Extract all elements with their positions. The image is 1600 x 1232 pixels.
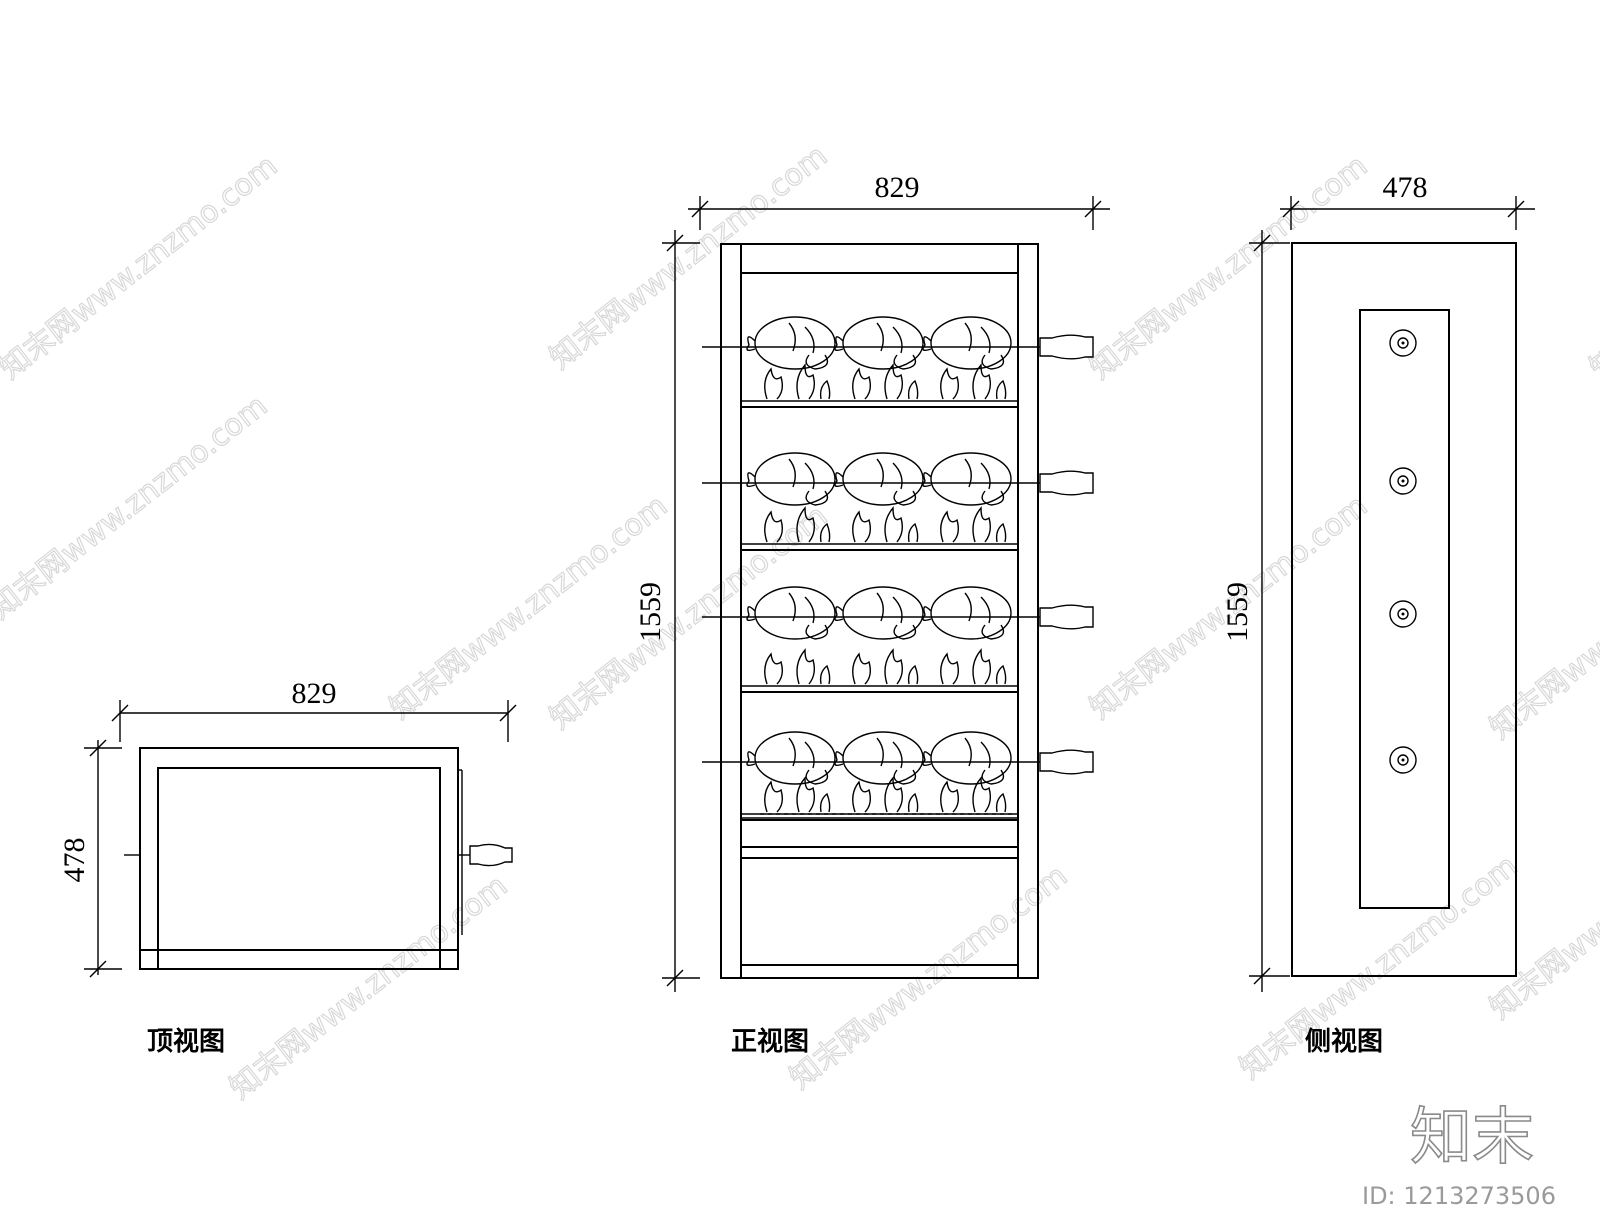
flame	[796, 648, 816, 685]
side-knobs	[1389, 329, 1417, 774]
side-width-label: 478	[1383, 171, 1428, 204]
top-width-label: 829	[292, 677, 337, 710]
flame	[819, 792, 831, 813]
roast-chicken	[834, 316, 924, 400]
roast-chicken	[834, 731, 924, 813]
flame	[972, 506, 992, 543]
flame	[972, 776, 992, 813]
roast-chicken	[746, 316, 836, 400]
side-panel-inner	[1359, 309, 1450, 909]
flame	[819, 379, 831, 400]
top-view-caption: 顶视图	[147, 1027, 225, 1057]
flame	[907, 792, 919, 813]
cabinet-outer	[720, 243, 1039, 979]
shelf-1	[702, 316, 1094, 408]
control-knob	[1389, 329, 1417, 357]
roast-chicken	[746, 731, 836, 813]
flame	[940, 780, 960, 813]
flame	[852, 780, 872, 813]
shelves	[702, 316, 1094, 821]
flame	[884, 648, 904, 685]
roast-chicken	[922, 316, 1012, 400]
top-view-inner	[157, 767, 441, 951]
control-knob	[1389, 746, 1417, 774]
flame	[995, 379, 1007, 400]
top-handle	[458, 843, 513, 867]
flame	[907, 522, 919, 543]
flame	[972, 648, 992, 685]
watermark-text: 知末网www.znzmo.com	[1083, 148, 1374, 386]
skewer-handle	[1039, 604, 1094, 630]
skewer-handle	[1039, 749, 1094, 775]
watermark-text: 知末网www.znzmo.com	[0, 148, 284, 386]
control-knob	[1389, 600, 1417, 628]
front-view: 829 1559 正视图	[634, 171, 1110, 1057]
flame	[796, 363, 816, 400]
flame	[764, 367, 784, 400]
control-knob	[1389, 467, 1417, 495]
watermark-text: 知末网www.znzmo.com	[1583, 148, 1600, 386]
flame	[995, 792, 1007, 813]
flame	[972, 363, 992, 400]
flame	[852, 652, 872, 685]
roast-chicken	[746, 586, 836, 685]
image-id: ID: 1213273506	[1362, 1182, 1556, 1210]
flame	[884, 506, 904, 543]
skewer-handle	[1039, 334, 1094, 360]
side-view-caption: 侧视图	[1305, 1027, 1383, 1057]
flame	[819, 522, 831, 543]
shelf-2	[702, 452, 1094, 551]
watermark-text: 知末网www.znzmo.com	[0, 388, 274, 626]
front-height-label: 1559	[634, 582, 667, 642]
flame	[995, 664, 1007, 685]
side-height-label: 1559	[1221, 582, 1254, 642]
flame	[884, 776, 904, 813]
flame	[852, 367, 872, 400]
shelf-3	[702, 586, 1094, 693]
watermark-text: 知末网www.znzmo.com	[1483, 508, 1600, 746]
flame	[884, 363, 904, 400]
flame	[940, 510, 960, 543]
skewer-handle	[1039, 470, 1094, 496]
front-width-label: 829	[875, 171, 920, 204]
flame	[796, 506, 816, 543]
flame	[764, 652, 784, 685]
side-panel-outer	[1291, 242, 1517, 977]
flame	[907, 379, 919, 400]
roast-chicken	[834, 452, 924, 543]
watermark-text: 知末网www.znzmo.com	[223, 868, 514, 1106]
top-depth-label: 478	[58, 838, 91, 883]
flame	[764, 780, 784, 813]
top-view-frame	[139, 747, 459, 970]
flame	[940, 367, 960, 400]
flame	[907, 664, 919, 685]
brand-logo: 知末	[1410, 1100, 1534, 1173]
flame	[796, 776, 816, 813]
watermark-text: 知末网www.znzmo.com	[383, 488, 674, 726]
roast-chicken	[922, 452, 1012, 543]
roast-chicken	[746, 452, 836, 543]
watermark-text: 知末网www.znzmo.com	[1483, 788, 1600, 1026]
front-view-caption: 正视图	[731, 1027, 809, 1057]
shelf-4	[702, 731, 1094, 821]
roast-chicken	[922, 586, 1012, 685]
flame	[995, 522, 1007, 543]
roast-chicken	[834, 586, 924, 685]
watermark-text: 知末网www.znzmo.com	[543, 138, 834, 376]
flame	[764, 510, 784, 543]
top-view: 829 478 顶视图	[58, 677, 517, 1057]
flame	[852, 510, 872, 543]
flame	[940, 652, 960, 685]
roast-chicken	[922, 731, 1012, 813]
side-view: 478 1559 侧视图	[1221, 171, 1535, 1057]
flame	[819, 664, 831, 685]
